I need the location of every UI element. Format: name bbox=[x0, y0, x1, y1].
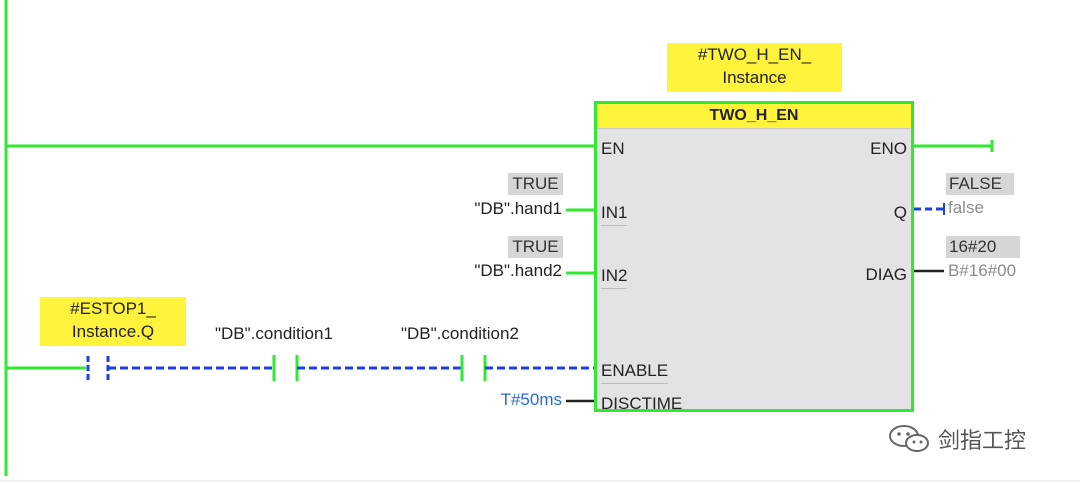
function-block[interactable]: TWO_H_EN EN IN1 IN2 ENABLE DISCTIME ENO … bbox=[594, 101, 914, 413]
pin-enable: ENABLE bbox=[601, 361, 669, 384]
contact-condition2-label[interactable]: "DB".condition2 bbox=[401, 324, 519, 343]
wechat-icon bbox=[889, 425, 929, 452]
instance-label[interactable]: #TWO_H_EN_ Instance bbox=[667, 43, 842, 92]
pin-en: EN bbox=[601, 139, 625, 158]
pin-in2: IN2 bbox=[601, 266, 628, 289]
diag-value: 16#20 bbox=[946, 236, 1020, 258]
q-operand[interactable]: false bbox=[948, 198, 984, 217]
contact-condition1-label[interactable]: "DB".condition1 bbox=[215, 324, 333, 343]
in1-value: TRUE bbox=[508, 173, 563, 195]
disctime-operand[interactable]: T#50ms bbox=[500, 390, 562, 409]
contact-estop-label-line2: Instance.Q bbox=[71, 322, 155, 341]
contact-estop-label-line1: #ESTOP1_ bbox=[70, 299, 156, 318]
instance-label-line1: #TWO_H_EN_ bbox=[697, 45, 812, 64]
contact-estop-label[interactable]: #ESTOP1_ Instance.Q bbox=[40, 297, 186, 346]
pin-eno: ENO bbox=[870, 139, 907, 158]
in2-operand[interactable]: "DB".hand2 bbox=[474, 261, 562, 280]
instance-label-line2: Instance bbox=[722, 68, 787, 87]
pin-diag: DIAG bbox=[865, 265, 907, 284]
q-value: FALSE bbox=[946, 173, 1014, 195]
block-title: TWO_H_EN bbox=[597, 104, 911, 129]
in2-value: TRUE bbox=[508, 236, 563, 258]
in1-operand[interactable]: "DB".hand1 bbox=[474, 199, 562, 218]
watermark-text: 剑指工控 bbox=[938, 429, 1027, 454]
pin-q: Q bbox=[893, 203, 907, 222]
pin-disctime: DISCTIME bbox=[601, 394, 683, 413]
pin-in1: IN1 bbox=[601, 203, 628, 226]
diag-operand[interactable]: B#16#00 bbox=[948, 261, 1017, 280]
